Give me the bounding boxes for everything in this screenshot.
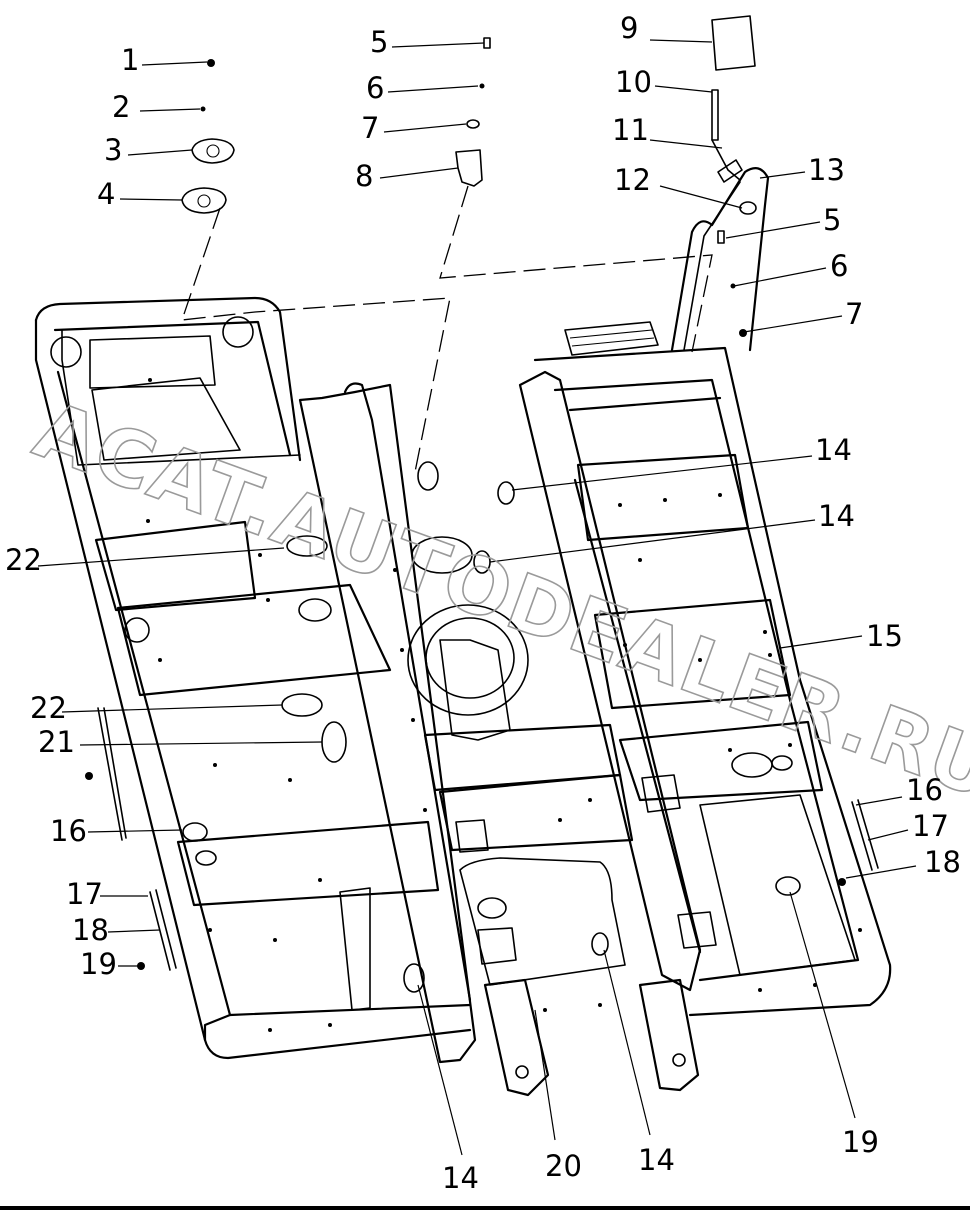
callout-18-right: 18 — [924, 845, 961, 879]
callout-5-right: 5 — [823, 203, 841, 237]
callout-22-lower: 22 — [30, 691, 67, 725]
frame-assembly — [34, 167, 892, 1097]
callout-13: 13 — [808, 153, 845, 187]
callout-16-left: 17 — [66, 877, 103, 911]
callout-8: 8 — [355, 159, 373, 193]
callout-18-left: 19 — [80, 947, 117, 981]
callout-14-bottom-right: 14 — [638, 1143, 675, 1177]
callout-12: 12 — [614, 163, 651, 197]
callout-19-left: 16 — [50, 814, 87, 848]
callout-6-top: 6 — [366, 71, 384, 105]
callout-15: 15 — [866, 619, 903, 653]
callout-9: 9 — [620, 11, 638, 45]
callout-14-bottom-left: 14 — [442, 1161, 479, 1195]
callout-14-mid: 14 — [818, 499, 855, 533]
callout-10: 10 — [615, 65, 652, 99]
callout-20: 20 — [545, 1149, 582, 1183]
callout-11: 11 — [612, 113, 649, 147]
callout-4: 4 — [97, 177, 115, 211]
callout-17-left: 18 — [72, 913, 109, 947]
callout-21: 21 — [38, 725, 75, 759]
callout-19-right: 19 — [842, 1125, 879, 1159]
exploded-hardware — [85, 15, 879, 971]
callout-3: 3 — [104, 133, 122, 167]
callout-16-right: 16 — [906, 773, 943, 807]
callout-labels: 1 2 3 4 5 6 7 8 9 10 11 12 13 5 6 7 14 1… — [5, 11, 961, 1195]
callout-22-upper: 22 — [5, 543, 42, 577]
bottom-border — [0, 1206, 970, 1210]
rivet-dots — [146, 378, 862, 1032]
callout-2: 2 — [112, 90, 130, 124]
leader-lines — [37, 39, 917, 1156]
callout-1: 1 — [121, 43, 139, 77]
callout-6-right: 6 — [830, 249, 848, 283]
callout-7-right: 7 — [845, 297, 863, 331]
callout-5-top: 5 — [370, 25, 388, 59]
callout-7-top: 7 — [361, 111, 379, 145]
assembly-dash-lines — [181, 185, 713, 473]
callout-17-right: 17 — [912, 809, 949, 843]
callout-14-upper: 14 — [815, 433, 852, 467]
